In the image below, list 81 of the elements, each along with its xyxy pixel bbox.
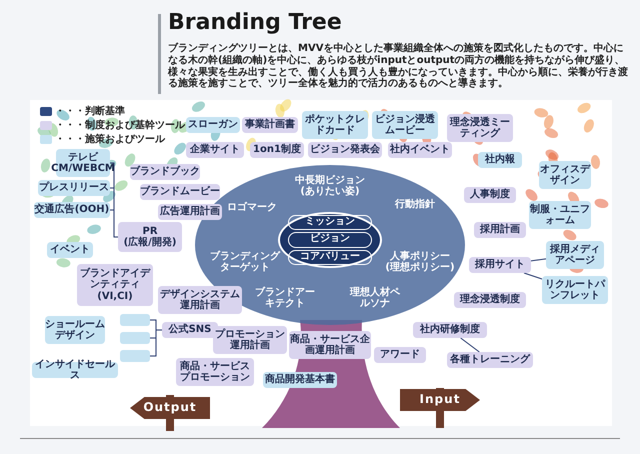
box-label: イベント bbox=[50, 244, 90, 256]
box-label: 交通広告(OOH) bbox=[34, 204, 110, 216]
sns-box bbox=[120, 332, 150, 344]
sns-box bbox=[120, 350, 150, 362]
box-label: PR bbox=[142, 226, 158, 236]
box-label: ポケットクレドカード bbox=[304, 114, 366, 136]
box-label: デザインシステム運用計画 bbox=[159, 288, 241, 312]
tool-box bbox=[47, 242, 93, 258]
criteria-label: 理想人材ペルソナ bbox=[348, 286, 401, 310]
connector-line bbox=[110, 210, 118, 238]
box-label: 採用メディアページ bbox=[548, 244, 601, 266]
criteria-label: (理想ポリシー) bbox=[385, 262, 455, 274]
box-label: 制服・ユニフォーム bbox=[529, 204, 591, 226]
value-label: ミッション bbox=[304, 216, 356, 228]
box-label: ショールームデザイン bbox=[45, 318, 105, 342]
system-box bbox=[469, 257, 531, 273]
system-box bbox=[474, 222, 526, 238]
value-label: ビジョン bbox=[309, 233, 351, 245]
box-label: ビジョン発表会 bbox=[310, 144, 380, 156]
box-label: プロモーション運用計画 bbox=[214, 328, 286, 352]
system-box bbox=[374, 347, 426, 363]
box-label: 事業計画書 bbox=[245, 119, 295, 131]
system-box bbox=[464, 187, 516, 203]
value-pill bbox=[288, 232, 372, 248]
box-label: 商品・サービスプロモーション bbox=[179, 360, 251, 384]
criteria-label: (ありたい姿) bbox=[300, 186, 360, 198]
box-label: 理念浸透制度 bbox=[460, 294, 520, 306]
box-label: 1on1制度 bbox=[253, 144, 301, 156]
legend-label: ・・・判断基準 bbox=[55, 104, 125, 118]
system-box bbox=[454, 292, 526, 308]
box-label: ブランドブック bbox=[130, 166, 200, 178]
box-label: インサイドセールス bbox=[34, 358, 116, 382]
box-label: 社内研修制度 bbox=[420, 324, 480, 336]
box-label: 理念浸透ミーティング bbox=[448, 116, 511, 140]
system-box bbox=[250, 142, 304, 158]
connector-line bbox=[150, 330, 162, 356]
criteria-label: ブランドアーキテクト bbox=[254, 286, 316, 310]
box-label: オフィスデザイン bbox=[539, 164, 591, 186]
criteria-label: ロゴマーク bbox=[227, 202, 277, 214]
system-box bbox=[186, 142, 244, 158]
box-label: 公式SNS bbox=[168, 324, 212, 336]
box-label: 採用サイト bbox=[475, 259, 525, 271]
box-label: プレスリリース bbox=[39, 182, 109, 194]
sign-label: Input bbox=[420, 393, 460, 407]
criteria-label: 中長期ビジョン bbox=[295, 174, 365, 186]
value-label: コアバリュー bbox=[299, 250, 361, 262]
box-label: 商品開発基本書 bbox=[265, 374, 335, 386]
description-text: ブランディングツリーとは、MVVを中心とした事業組織全体への施策を図式化したものです。中心になる木の幹(組織の軸)を中心に、あらゆる枝がinputとoutputの両方の機能を持ちながら伸び盛り、様々な果実を生み出すことで、働く人も買う人も豊かになっていきます。中心から順に、栄養が行き渡る施策を施すことで、ツリー全体を魅力的で活力のあるものへと導きます。 bbox=[168, 43, 629, 90]
box-label: 各種トレーニング bbox=[450, 354, 530, 366]
box-label: ブランドアイデンティティ(VI,CI) bbox=[79, 268, 152, 302]
box-label: 広告運用計画 bbox=[160, 206, 220, 218]
criteria-label: 行動指針 bbox=[395, 199, 435, 211]
box-label: スローガン bbox=[188, 119, 238, 131]
title: Branding Tree bbox=[168, 10, 342, 35]
box-label: アワード bbox=[380, 349, 420, 361]
value-pill bbox=[288, 250, 372, 265]
box-label: (広報/開発) bbox=[124, 237, 176, 248]
box-label: 人事制度 bbox=[470, 189, 510, 201]
box-label: 商品・サービス企画運用計画 bbox=[289, 334, 371, 356]
connector-line bbox=[460, 338, 480, 352]
sns-box bbox=[120, 314, 150, 326]
legend-label: ・・・制度および基幹ツール bbox=[55, 118, 185, 132]
system-box bbox=[413, 322, 487, 338]
box-label: 社内イベント bbox=[390, 144, 450, 156]
value-pill bbox=[288, 215, 372, 230]
sign-label: Output bbox=[143, 401, 197, 415]
box-label: ブランドムービー bbox=[140, 186, 220, 198]
box-label: リクルートパンフレット bbox=[544, 278, 606, 302]
box-label: ビジョン浸透ムービー bbox=[374, 114, 436, 136]
criteria-label: 人事ポリシー bbox=[390, 250, 450, 262]
connector-line bbox=[530, 258, 546, 262]
box-label: 採用計画 bbox=[480, 224, 520, 236]
criteria-label: ブランディングターゲット bbox=[210, 250, 280, 274]
connector-line bbox=[524, 272, 542, 280]
box-label: 企業サイト bbox=[190, 144, 240, 156]
legend-label: ・・・施策およびツール bbox=[55, 132, 165, 146]
box-label: 社内報 bbox=[485, 154, 515, 166]
tool-box bbox=[478, 152, 522, 168]
system-box bbox=[447, 352, 533, 368]
system-box bbox=[242, 117, 298, 133]
system-box bbox=[118, 222, 182, 252]
